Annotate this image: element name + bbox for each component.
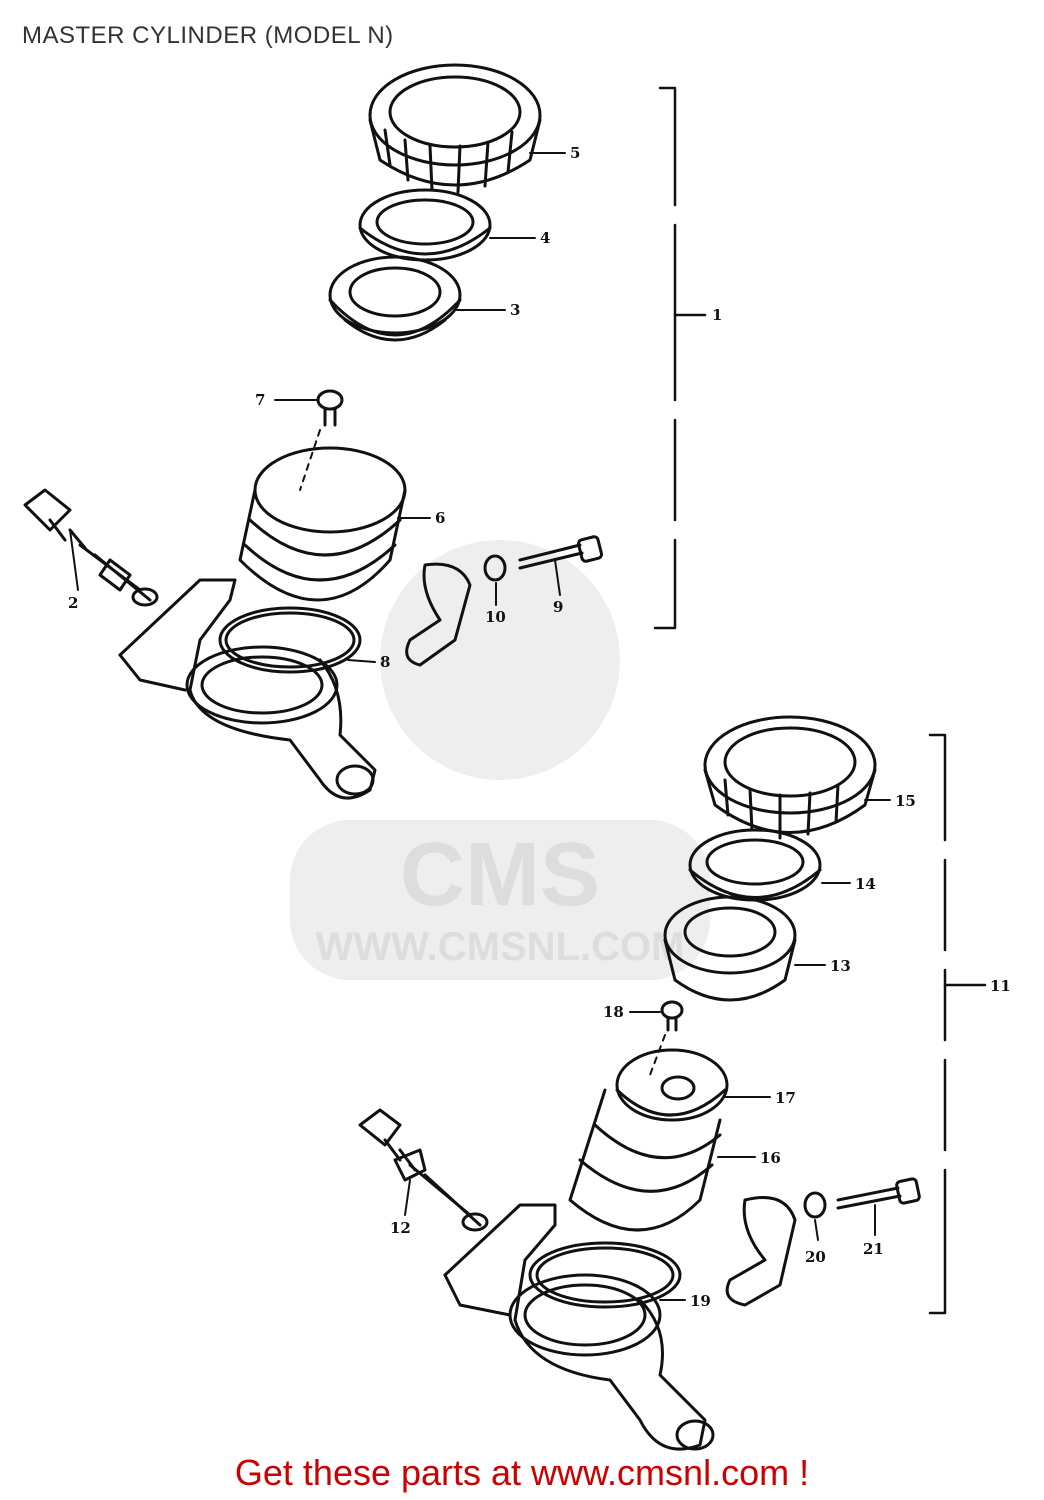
callout-12: 12 (390, 1219, 411, 1237)
part-5-cap (368, 63, 542, 194)
callout-16: 16 (760, 1149, 781, 1167)
clamp-lower (725, 1196, 797, 1307)
part-6-reservoir (238, 446, 407, 602)
bracket-1 (653, 86, 707, 630)
part-18-screw (649, 1000, 684, 1076)
callout-15: 15 (895, 792, 916, 810)
part-10-washer (483, 554, 507, 582)
callout-18: 18 (603, 1003, 624, 1021)
part-3-diaphragm (328, 255, 462, 342)
callout-1: 1 (712, 306, 722, 324)
callout-21: 21 (863, 1240, 884, 1258)
part-12-pivot-bolt (358, 1108, 489, 1232)
callout-7: 7 (255, 391, 265, 409)
part-2-pivot-bolt (23, 488, 159, 607)
master-cylinder-body-upper (118, 578, 377, 800)
part-19-oring (528, 1241, 682, 1309)
callout-20: 20 (805, 1248, 826, 1266)
callout-4: 4 (540, 229, 550, 247)
part-20-washer (803, 1191, 827, 1219)
part-17-cover (615, 1048, 729, 1122)
watermark-url-text: WWW.CMSNL.COM (316, 925, 685, 969)
callout-13: 13 (830, 957, 851, 975)
get-parts-link[interactable]: Get these parts at www.cmsnl.com ! (234, 1452, 810, 1493)
callout-5: 5 (570, 144, 580, 162)
page-title: MASTER CYLINDER (MODEL N) (22, 22, 394, 49)
callout-2: 2 (68, 594, 78, 612)
clamp-upper (405, 562, 472, 667)
callout-8: 8 (380, 653, 390, 671)
leader-lines (69, 152, 891, 1301)
bracket-11 (928, 733, 987, 1315)
part-14-plate (688, 828, 822, 902)
callout-17: 17 (775, 1089, 796, 1107)
callout-9: 9 (553, 598, 563, 616)
part-13-diaphragm (663, 895, 797, 1002)
callout-14: 14 (855, 875, 876, 893)
callout-19: 19 (690, 1292, 711, 1310)
callout-labels: 5 4 3 1 7 6 2 8 10 9 15 14 13 11 18 17 1… (68, 144, 1011, 1310)
part-9-bolt (518, 535, 604, 570)
callout-10: 10 (485, 608, 506, 626)
part-8-oring (218, 606, 362, 674)
master-cylinder-body-lower (443, 1203, 715, 1451)
callout-3: 3 (510, 301, 520, 319)
callout-11: 11 (990, 977, 1011, 995)
part-7-screw (299, 389, 344, 491)
watermark-logo: CMS WWW.CMSNL.COM (290, 540, 710, 980)
callout-6: 6 (435, 509, 445, 527)
part-16-reservoir (568, 1088, 722, 1232)
part-21-bolt (836, 1177, 921, 1210)
part-15-cap (703, 715, 877, 840)
watermark-logo-text: CMS (400, 825, 600, 925)
part-4-plate (358, 188, 492, 262)
